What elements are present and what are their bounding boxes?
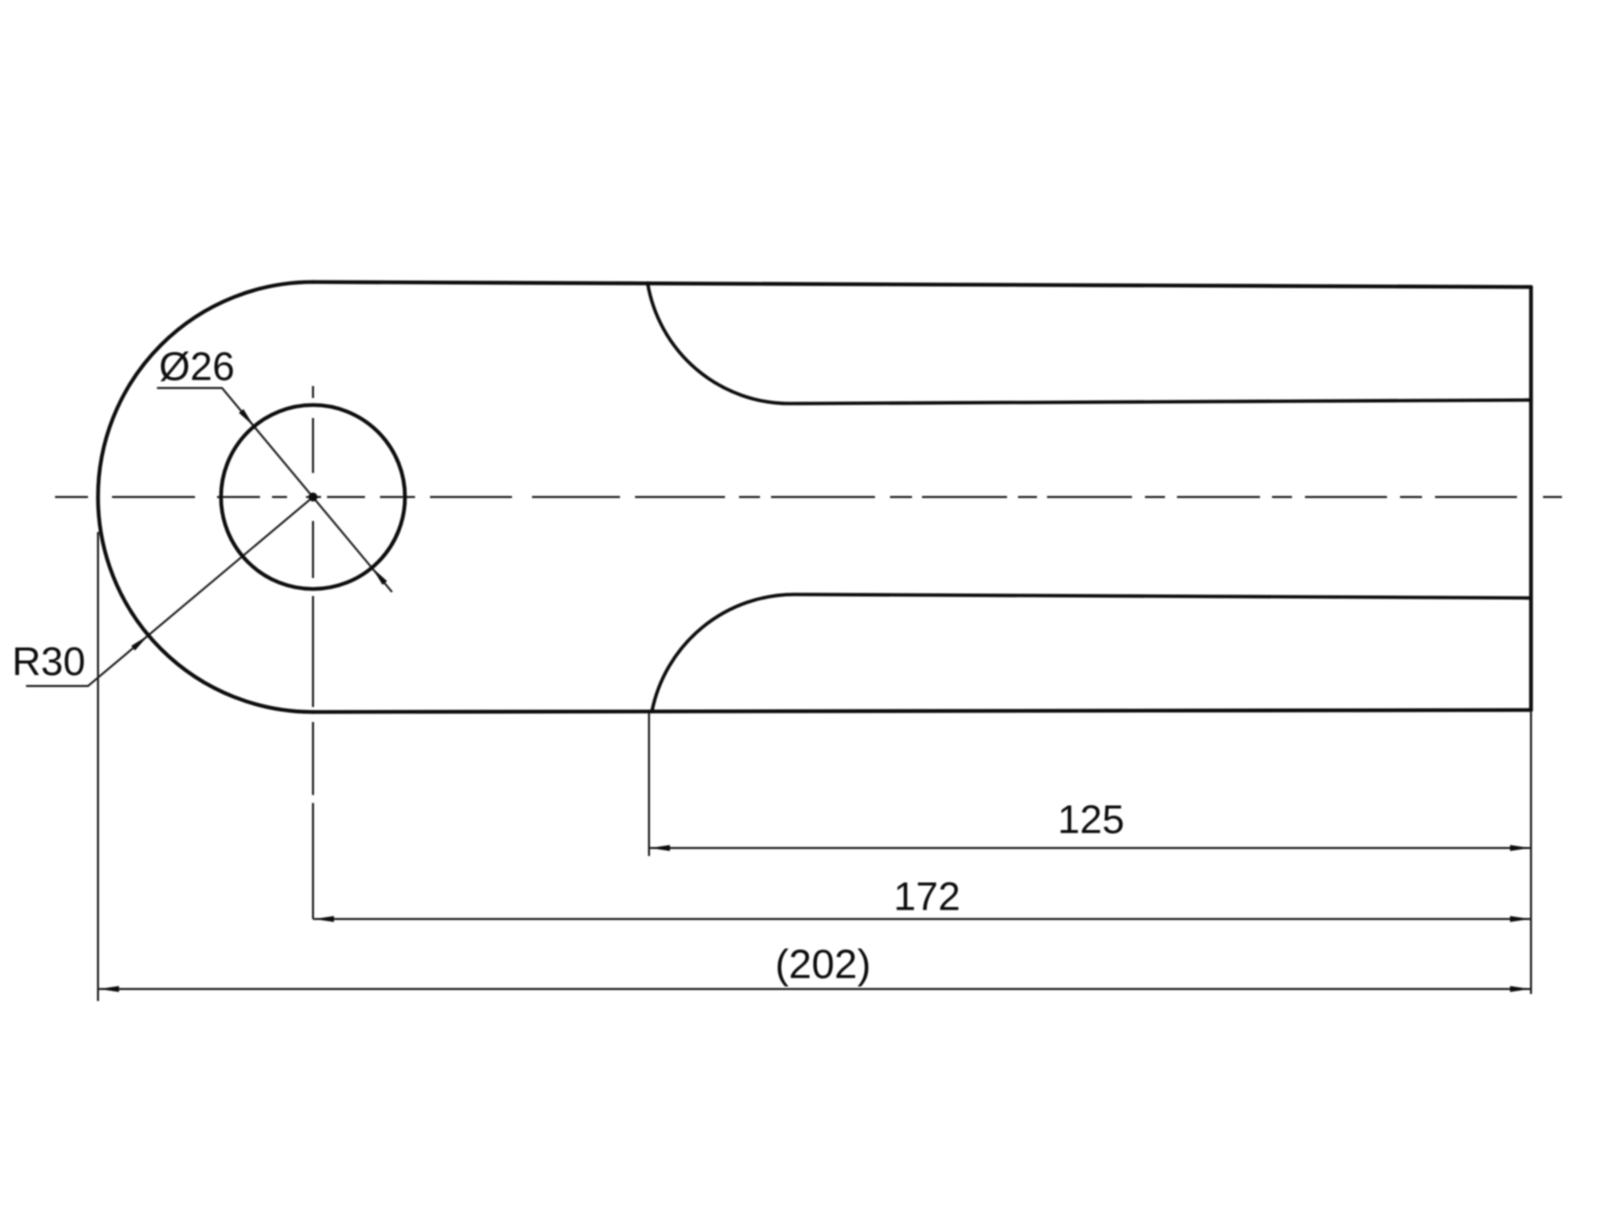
svg-text:Ø26: Ø26	[159, 345, 235, 389]
svg-text:125: 125	[1058, 798, 1125, 842]
svg-text:(202): (202)	[775, 941, 871, 987]
svg-text:R30: R30	[12, 640, 85, 684]
svg-text:172: 172	[894, 875, 961, 919]
